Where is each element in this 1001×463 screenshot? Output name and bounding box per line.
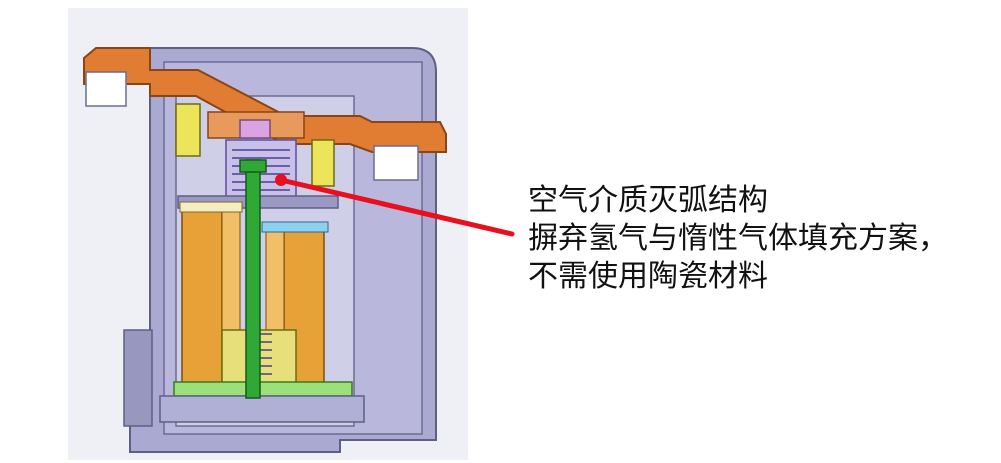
shaft-head — [239, 159, 267, 173]
contact-carrier — [239, 119, 271, 139]
caption-line-1: 空气介质灭弧结构 — [528, 183, 768, 218]
base-plate — [173, 381, 353, 397]
caption-line-2: 摒弃氢气与惰性气体填充方案， — [528, 221, 948, 256]
base-frame — [159, 395, 365, 423]
terminal-bar — [83, 47, 447, 153]
caption-line-3: 不需使用陶瓷材料 — [528, 259, 768, 294]
terminal-block-left — [85, 71, 127, 107]
caption-block: 空气介质灭弧结构 摒弃氢气与惰性气体填充方案， 不需使用陶瓷材料 — [528, 182, 998, 296]
pointer-dot — [275, 174, 287, 186]
magnet-left — [175, 103, 201, 157]
terminal-block-right — [373, 145, 419, 181]
actuator-shaft — [245, 159, 261, 399]
magnet-right — [311, 139, 335, 187]
coil-left — [181, 209, 223, 387]
coil-cap-left — [179, 201, 243, 213]
coil-cap-right — [261, 221, 329, 233]
mounting-bracket — [123, 329, 153, 427]
pointer-line — [278, 177, 515, 237]
